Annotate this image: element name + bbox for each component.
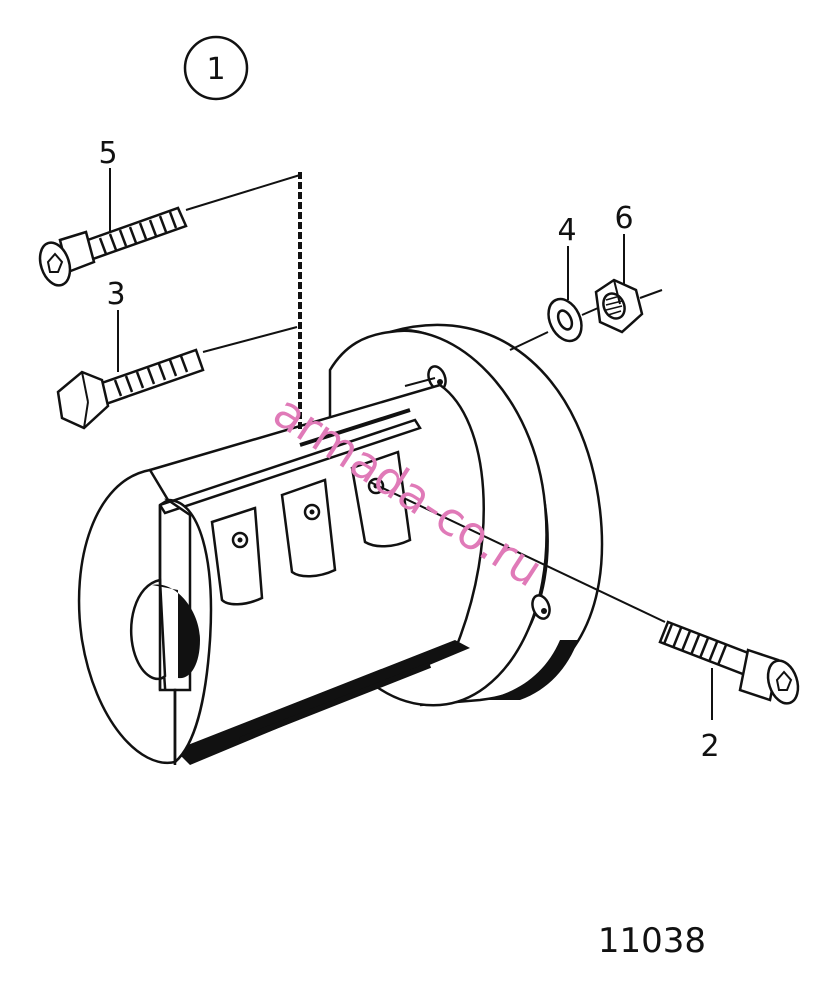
assembly-lines	[185, 172, 666, 623]
screw-2	[658, 620, 800, 705]
clamp-window-2	[280, 478, 337, 578]
screw-3	[56, 348, 205, 430]
part-label-2: 2	[700, 729, 719, 764]
part-label-5: 4	[557, 213, 576, 248]
clamp-window-1	[210, 506, 264, 606]
leader-lines	[109, 168, 713, 720]
part-label-3: 3	[106, 277, 125, 312]
drawing-number: 11038	[598, 921, 706, 961]
nut-6	[594, 278, 644, 334]
screw-4	[38, 206, 188, 287]
part-label-6: 6	[614, 201, 633, 236]
part-label-4: 5	[98, 136, 117, 171]
washer-5	[547, 297, 583, 343]
hub-body	[77, 383, 485, 765]
callout-badge: 1	[183, 35, 249, 101]
callout-number: 1	[206, 52, 225, 87]
